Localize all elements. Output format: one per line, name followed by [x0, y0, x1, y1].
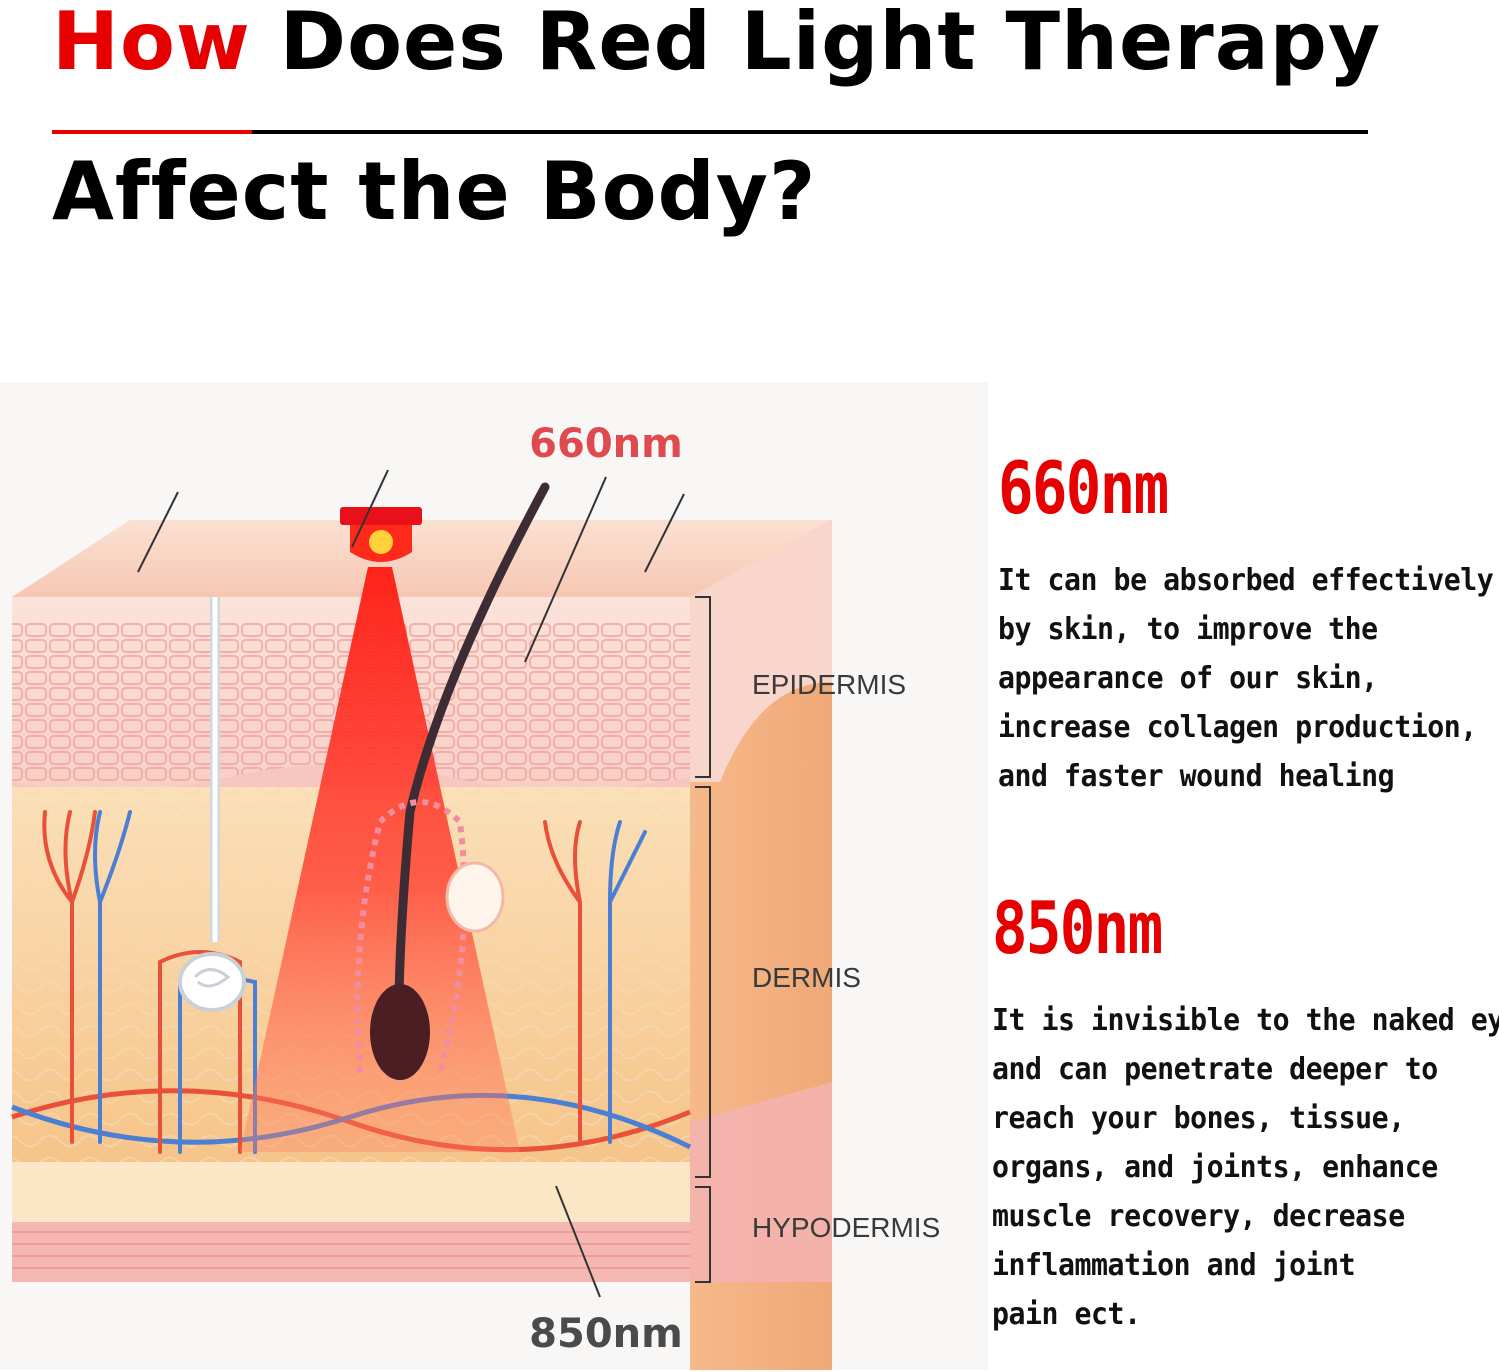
bottom-wavelength-label: 850nm [529, 1311, 683, 1357]
description-line: It is invisible to the naked eye [992, 1003, 1499, 1038]
description-line: reach your bones, tissue, [992, 1101, 1405, 1136]
description-line: and can penetrate deeper to [992, 1052, 1438, 1087]
light-beam [240, 567, 520, 1152]
section-description: It is invisible to the naked eye and can… [992, 996, 1499, 1339]
section-heading: 850nm [992, 886, 1163, 970]
section-660nm: 660nm It can be absorbed effectively by … [998, 452, 1499, 801]
description-line: by skin, to improve the [998, 612, 1378, 647]
description-line: organs, and joints, enhance [992, 1150, 1438, 1185]
section-850nm: 850nm It is invisible to the naked eye a… [992, 892, 1499, 1339]
section-heading: 660nm [998, 446, 1169, 530]
title-highlight: How [52, 0, 251, 88]
title-rest: Does Red Light Therapy [250, 0, 1382, 88]
light-source [340, 507, 422, 525]
hypodermis-label: HYPODERMIS [752, 1212, 940, 1243]
description-line: pain ect. [992, 1297, 1141, 1332]
description-line: It can be absorbed effectively [998, 563, 1494, 598]
description-line: inflammation and joint [992, 1248, 1356, 1283]
skin-cross-section-illustration: 660nm 850nm EPIDERMIS DERMIS HYPODERMIS [11, 421, 940, 1370]
dermis-label: DERMIS [752, 962, 861, 993]
page-title-line-1: How Does Red Light Therapy [52, 2, 1381, 82]
skin-surface [12, 520, 832, 597]
description-line: appearance of our skin, [998, 661, 1378, 696]
description-line: muscle recovery, decrease [992, 1199, 1405, 1234]
section-description: It can be absorbed effectively by skin, … [998, 556, 1494, 801]
epidermis-label: EPIDERMIS [752, 669, 906, 700]
skin-diagram: 660nm 850nm EPIDERMIS DERMIS HYPODERMIS [0, 382, 988, 1370]
description-line: and faster wound healing [998, 759, 1395, 794]
top-wavelength-label: 660nm [529, 421, 683, 467]
description-line: increase collagen production, [998, 710, 1477, 745]
page-title-line-2: Affect the Body? [52, 145, 817, 238]
title-divider [52, 130, 1368, 134]
title-divider-accent [52, 130, 252, 134]
